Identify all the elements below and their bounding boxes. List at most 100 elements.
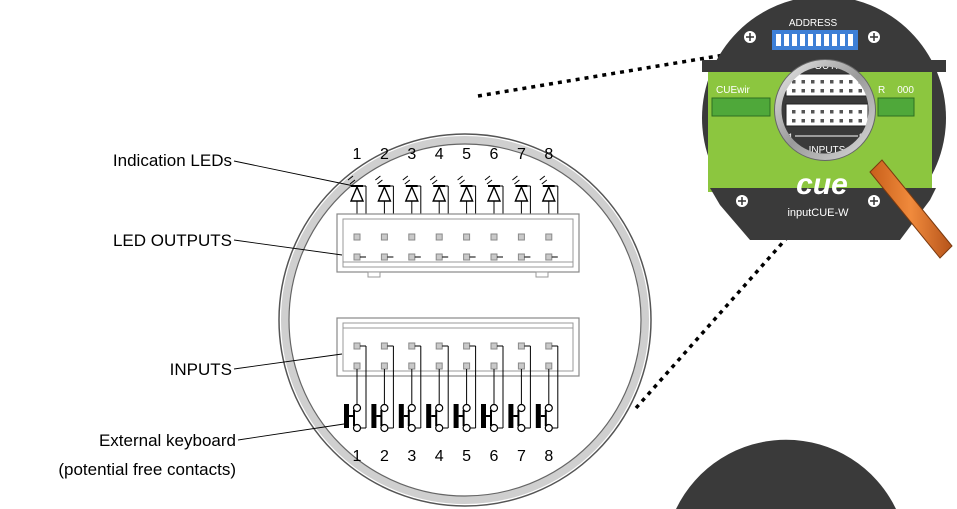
callout-led-outputs: LED OUTPUTS	[113, 231, 232, 250]
connector-pin	[490, 233, 498, 241]
connector-pin	[380, 253, 388, 261]
connector-pin	[463, 342, 471, 350]
connector-pin	[380, 362, 388, 370]
connector-pin	[463, 253, 471, 261]
dip-switch-key	[832, 34, 837, 46]
channel-number-top: 8	[544, 146, 553, 163]
bottom-channel-numbers: 1 2 3 4 5 6 7 8	[353, 448, 554, 465]
push-button-icon	[371, 403, 394, 433]
channel-number-bottom: 8	[544, 448, 553, 465]
channel-number-top: 1	[353, 146, 362, 163]
push-button-icon	[481, 403, 503, 433]
connector-pin	[380, 233, 388, 241]
callout-indication-leds: Indication LEDs	[113, 151, 232, 170]
channel-number-bottom: 1	[353, 448, 362, 465]
connector-pin	[517, 253, 525, 261]
magnifier-lens: 1 8 INPUTS LED OUTPUTS	[781, 61, 869, 156]
connector-pin	[353, 362, 361, 370]
connector-pin	[545, 342, 553, 350]
led-outputs-connector	[336, 213, 580, 278]
channel-number-top: 4	[435, 146, 444, 163]
channel-number-bottom: 5	[462, 448, 471, 465]
push-button-icon	[453, 403, 476, 433]
connector-pin	[408, 342, 416, 350]
led-output-pins	[353, 233, 558, 261]
push-button-icon	[508, 403, 531, 433]
leader-led-outputs	[233, 239, 343, 256]
channel-number-bottom: 7	[517, 448, 526, 465]
lens-led-outputs-label: LED OUTPUTS	[792, 61, 862, 72]
magnifier-rim	[774, 59, 876, 161]
screw-icon	[736, 195, 748, 207]
cuewire-terminal	[711, 97, 771, 117]
push-button-icon	[398, 403, 421, 433]
connector-pin	[490, 362, 498, 370]
next-device-partial	[676, 439, 896, 509]
connector-pin	[463, 233, 471, 241]
callout-external-keyboard: External keyboard	[99, 431, 236, 450]
channel-number-bottom: 6	[490, 448, 499, 465]
device-brand-logo: cue	[796, 168, 848, 201]
input-pins	[353, 342, 559, 428]
keyboard-buttons	[344, 403, 558, 433]
callout-external-keyboard-note: (potential free contacts)	[58, 460, 236, 479]
zoom-connector-bottom	[634, 212, 810, 410]
channel-number-top: 6	[490, 146, 499, 163]
channel-number-bottom: 2	[380, 448, 389, 465]
connector-pin	[408, 362, 416, 370]
dip-switch-key	[848, 34, 853, 46]
dip-switch-key	[840, 34, 845, 46]
connector-pin	[408, 233, 416, 241]
dip-switch-key	[776, 34, 781, 46]
connector-pin	[353, 342, 361, 350]
magnifier-handle	[869, 159, 953, 259]
indication-led-row	[347, 175, 559, 258]
channel-number-top: 7	[517, 146, 526, 163]
channel-number-top: 5	[462, 146, 471, 163]
connector-pin	[435, 233, 443, 241]
channel-number-top: 3	[407, 146, 416, 163]
connector-pin	[545, 233, 553, 241]
device-model-label: inputCUE-W	[787, 207, 849, 219]
connector-pin	[353, 253, 361, 261]
screw-icon	[868, 195, 880, 207]
connector-pin	[408, 253, 416, 261]
callout-inputs: INPUTS	[170, 360, 232, 379]
leader-indication-leds	[233, 160, 355, 187]
connector-pin	[517, 233, 525, 241]
rs-terminal	[877, 97, 915, 117]
connector-pin	[353, 233, 361, 241]
device-cuewire-label: CUEwir	[716, 85, 751, 96]
screw-icon	[744, 31, 756, 43]
push-button-icon	[535, 403, 558, 433]
connector-pin	[517, 362, 525, 370]
lens-inputs-label: INPUTS	[809, 145, 846, 156]
inputs-connector	[336, 317, 580, 377]
connector-pin	[435, 342, 443, 350]
dip-switch-key	[784, 34, 789, 46]
screw-icon	[868, 31, 880, 43]
connector-pin	[463, 362, 471, 370]
device-address-label: ADDRESS	[789, 18, 838, 29]
dip-switch-key	[824, 34, 829, 46]
leader-inputs	[233, 353, 343, 370]
push-button-icon	[426, 403, 449, 433]
dip-switch-key	[800, 34, 805, 46]
dip-switch-key	[808, 34, 813, 46]
top-channel-numbers: 1 2 3 4 5 6 7 8	[353, 146, 554, 163]
channel-number-bottom: 4	[435, 448, 444, 465]
channel-number-bottom: 3	[407, 448, 416, 465]
connector-pin	[380, 342, 388, 350]
connector-pin	[517, 342, 525, 350]
leader-external-keyboard	[237, 423, 345, 441]
connector-pin	[435, 362, 443, 370]
dip-switch-key	[816, 34, 821, 46]
channel-number-top: 2	[380, 146, 389, 163]
connector-pin	[435, 253, 443, 261]
connector-pin	[490, 253, 498, 261]
connector-pin	[490, 342, 498, 350]
connector-pin	[545, 253, 553, 261]
connector-pin	[545, 362, 553, 370]
